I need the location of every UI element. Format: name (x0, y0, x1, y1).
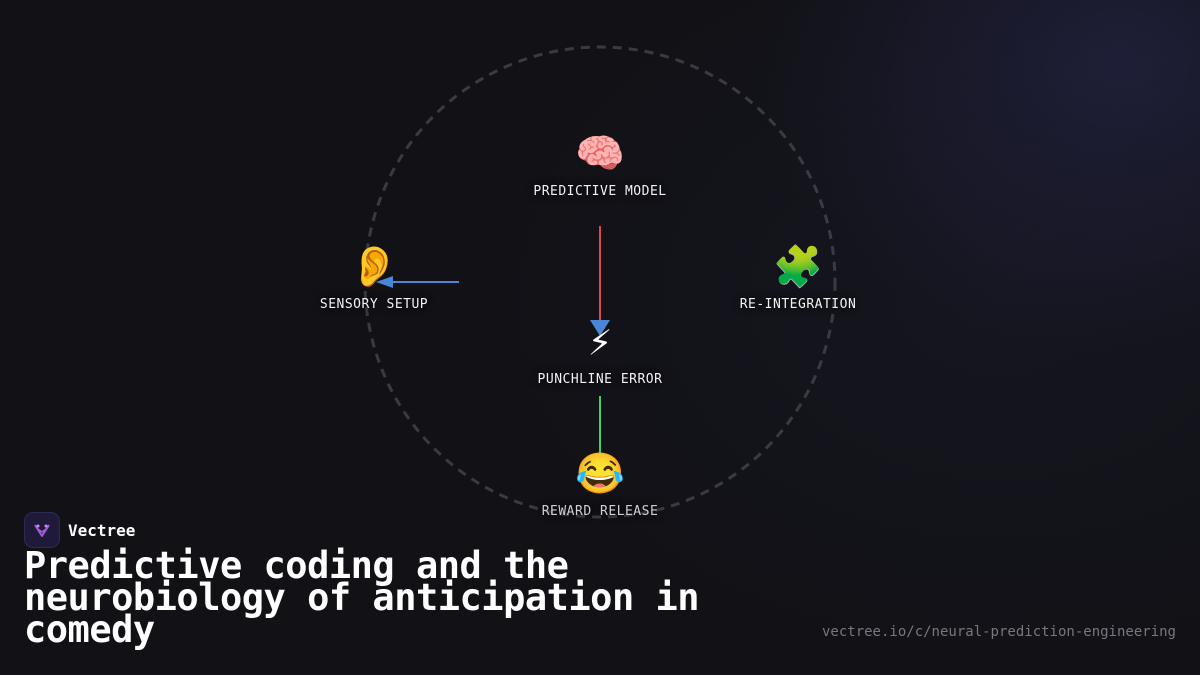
node-punchline-error: ⚡ PUNCHLINE ERROR (500, 318, 700, 387)
ear-icon: 👂 (349, 244, 399, 290)
brain-icon: 🧠 (575, 131, 625, 177)
node-sensory-setup: 👂 SENSORY SETUP (274, 243, 474, 312)
node-label: SENSORY SETUP (319, 297, 429, 312)
arrowhead-sensory (376, 276, 393, 288)
node-label: PUNCHLINE ERROR (537, 372, 663, 387)
page-url[interactable]: vectree.io/c/neural-prediction-engineeri… (821, 624, 1176, 640)
lightning-icon: ⚡ (587, 319, 613, 365)
node-label: PREDICTIVE MODEL (533, 184, 667, 199)
brand-name: Vectree (68, 520, 136, 540)
node-reward-release: 😂 REWARD RELEASE (500, 450, 700, 519)
node-re-integration: 🧩 RE-INTEGRATION (698, 243, 898, 312)
arrowhead-punchline (590, 320, 610, 336)
node-label: RE-INTEGRATION (739, 297, 857, 312)
node-label: REWARD RELEASE (541, 504, 659, 519)
vectree-logo-icon (24, 512, 60, 548)
brand: Vectree (24, 512, 135, 548)
cycle-ring (363, 45, 837, 519)
node-predictive-model: 🧠 PREDICTIVE MODEL (500, 130, 700, 199)
puzzle-piece-icon: 🧩 (773, 244, 823, 290)
laughing-face-icon: 😂 (575, 451, 625, 497)
page-title: Predictive coding and the neurobiology o… (24, 544, 700, 651)
